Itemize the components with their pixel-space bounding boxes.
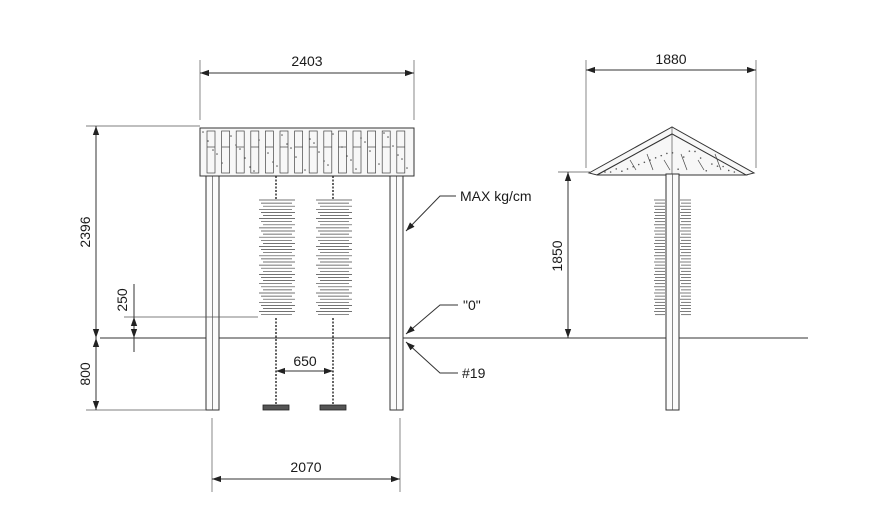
dim-top-width-label: 2403 bbox=[291, 53, 322, 69]
dim-clearance-label: 250 bbox=[114, 288, 130, 312]
dim-side-height-label: 1850 bbox=[549, 240, 565, 271]
dim-embed-depth-label: 800 bbox=[77, 362, 93, 386]
callout-detail-ref: #19 bbox=[405, 341, 486, 381]
dim-side-height: 1850 bbox=[549, 171, 590, 338]
front-view: 2403 2396 800 250 650 bbox=[77, 53, 532, 492]
side-roof bbox=[587, 126, 756, 176]
callout-max-load-label: MAX kg/cm bbox=[460, 188, 532, 204]
front-post-right bbox=[389, 169, 404, 411]
callout-detail-ref-label: #19 bbox=[462, 365, 486, 381]
side-post bbox=[665, 173, 680, 411]
callout-ground-level-label: "0" bbox=[463, 297, 481, 313]
hanging-panel-left bbox=[259, 199, 295, 316]
dim-side-width-label: 1880 bbox=[655, 51, 686, 67]
dim-seat-spacing-label: 650 bbox=[293, 353, 317, 369]
dim-seat-spacing: 650 bbox=[276, 353, 333, 375]
dim-embed-depth: 800 bbox=[77, 338, 206, 411]
hanging-panel-right bbox=[316, 199, 352, 316]
front-top-beam bbox=[199, 127, 415, 177]
swing-seat-right bbox=[319, 404, 347, 411]
swing-seat-left bbox=[262, 404, 290, 411]
dim-total-height: 2396 bbox=[77, 125, 200, 338]
side-view: 1880 1850 bbox=[549, 51, 757, 411]
callout-ground-level: "0" bbox=[405, 297, 481, 335]
side-panel-left bbox=[654, 199, 665, 316]
dim-top-width: 2403 bbox=[199, 53, 415, 120]
dim-post-spacing-label: 2070 bbox=[290, 459, 321, 475]
front-post-left bbox=[205, 169, 220, 411]
side-panel-right bbox=[680, 199, 691, 316]
dim-total-height-label: 2396 bbox=[77, 216, 93, 247]
dim-side-width: 1880 bbox=[585, 51, 757, 168]
dim-clearance: 250 bbox=[114, 284, 258, 352]
callout-max-load: MAX kg/cm bbox=[405, 188, 532, 232]
dim-post-spacing: 2070 bbox=[211, 418, 401, 492]
